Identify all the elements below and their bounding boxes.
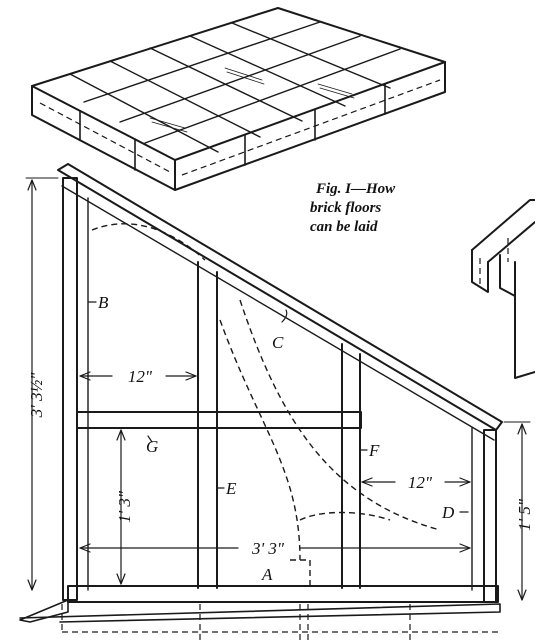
label-C: C bbox=[272, 333, 284, 352]
brick-floor-illustration bbox=[31, 7, 446, 191]
dim-total-height: 3' 3½" bbox=[27, 372, 46, 419]
corner-joint-detail bbox=[471, 199, 535, 379]
figure-caption: Fig. I—How brick floors can be laid bbox=[310, 181, 396, 235]
dimension-lines: 3' 3½" 1' 5" 1' 3" 3' 3" 12" 12" bbox=[25, 177, 534, 601]
label-G: G bbox=[146, 437, 158, 456]
dim-width: 3' 3" bbox=[251, 539, 285, 558]
part-labels: B C G E F D A bbox=[87, 293, 469, 584]
frame-structure bbox=[19, 163, 503, 640]
caption-line-2: brick floors bbox=[310, 200, 381, 216]
label-A: A bbox=[261, 565, 273, 584]
label-F: F bbox=[368, 441, 380, 460]
label-B: B bbox=[98, 293, 109, 312]
caption-line-3: can be laid bbox=[310, 219, 378, 235]
dim-mid-height: 1' 3" bbox=[115, 490, 134, 523]
dim-left-spacing: 12" bbox=[128, 367, 153, 386]
dim-right-spacing: 12" bbox=[408, 473, 433, 492]
dim-short-height: 1' 5" bbox=[515, 498, 534, 531]
caption-line-1: Fig. I—How bbox=[315, 181, 396, 197]
label-E: E bbox=[225, 479, 237, 498]
label-D: D bbox=[441, 503, 455, 522]
